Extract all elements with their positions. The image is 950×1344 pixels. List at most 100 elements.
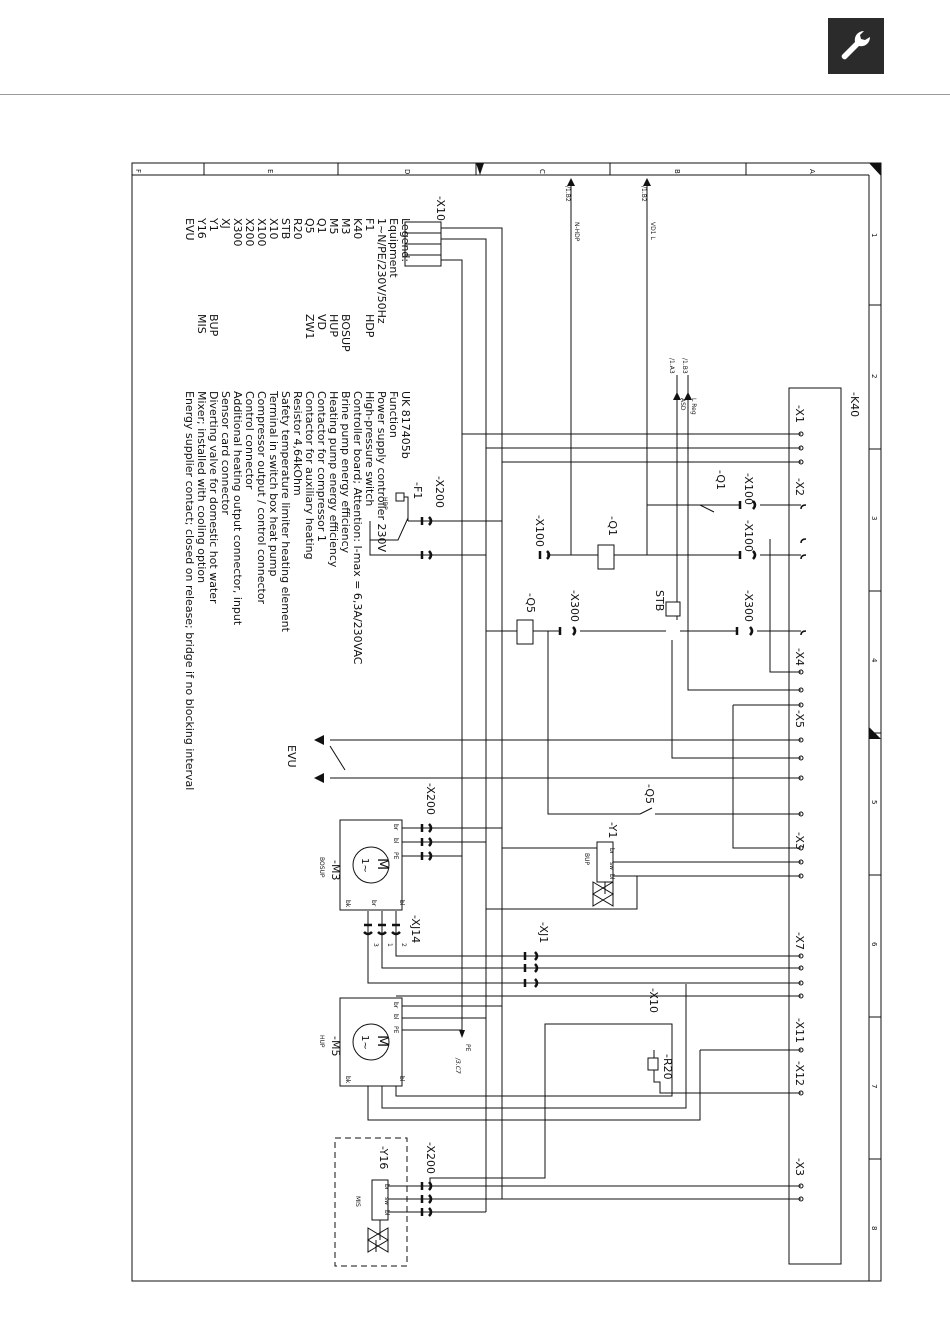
legend-desc: Power supply controller 230V [375,391,388,552]
x100-label: -X100 [533,515,546,547]
q1-coil [597,544,615,570]
legend-code: X300 [231,218,244,247]
legend-code: Q5 [303,218,316,234]
legend-abbr: BOSUP [339,314,352,352]
signal-arrows [314,178,692,783]
y16-label: -Y16 [377,1146,390,1169]
x200-label: -X200 [424,1142,437,1174]
signal-label: N-HDP [573,222,580,242]
f1-sub-label: HDP [381,497,388,510]
pin-label: 1 [386,943,393,947]
legend-abbr: HDP [363,314,376,338]
stb-limiter [665,601,681,617]
pin-label: bk [344,900,351,908]
wrench-icon [828,18,884,74]
legend-desc: Control connector [243,391,256,490]
row-label: 3 [870,516,878,520]
row-label: 8 [870,1226,878,1230]
col-label: A [808,169,816,174]
pin-label: br [370,900,377,907]
legend-desc: High-pressure switch [363,391,376,506]
connector-x7-label: -X7 [793,932,806,950]
connector-x3-label: -X3 [793,832,806,850]
xj14-label: -XJ14 [409,915,422,943]
legend-abbr: VD [315,314,328,330]
x300-label: -X300 [568,590,581,622]
col-label: C [538,169,546,174]
m3-motor-phase: 1~ [359,858,370,873]
legend-desc: Controller board; Attention: I-max = 6,3… [351,391,364,665]
pin-label: br [608,848,615,855]
stb-label: STB [653,590,666,611]
connector-x1-label: -X1 [793,405,806,423]
legend-code: XJ [219,218,232,229]
x100-label: -X100 [742,520,755,552]
ref-label: /1.A3 [668,358,675,374]
wiring [329,185,801,1213]
row-label: 1 [870,233,878,237]
connector-x12-label: -X12 [793,1061,806,1086]
legend-desc: Terminal in switch box heat pump [267,390,280,576]
legend-function-header: Function [387,391,400,438]
legend-desc: Contactor for compressor 1 [315,391,328,542]
signal-label: VD1 L [649,222,656,240]
pe-label: PE [464,1044,471,1052]
legend-desc: Additional heating output connector, inp… [231,391,244,626]
q5-contact-label: -Q5 [643,784,656,804]
connector-x5-label: -X5 [793,710,806,728]
pin-label: PE [392,1026,399,1034]
k40-label: -K40 [848,392,861,417]
legend-equipment-header: Equipment [387,218,400,278]
row-label: 4 [870,658,878,663]
xj1-label: -XJ1 [537,922,550,943]
pin-label: 3 [372,943,379,947]
k40-controller-board [788,387,842,1265]
m3-motor-symbol [352,846,390,884]
x300-label: -X300 [742,590,755,622]
x200-label: -X200 [424,783,437,815]
legend-code: X10 [267,218,280,240]
col-label: D [403,169,411,174]
pin-label: br [392,1002,399,1009]
m5-motor-letter: M [374,1035,390,1047]
pin-label: bl [608,874,615,880]
y1-valve-symbol [592,881,614,907]
legend-desc: Compressor output / control connector [255,391,268,605]
col-label: E [266,169,274,173]
plug-connectors [363,500,757,1217]
legend-code: X100 [255,218,268,247]
y1-sub-label: BUP [583,853,590,866]
pin-label: br [392,824,399,831]
y1-label: -Y1 [606,822,619,838]
legend-code: M5 [327,218,340,235]
q1-contact-label: -Q1 [714,470,727,490]
m3-motor-letter: M [374,858,390,870]
m5-label: -M5 [329,1036,342,1056]
f1-pressure-switch [395,492,405,502]
legend-desc: Sensor card connector [219,391,232,515]
legend-desc: Contactor for auxiliary heating [303,391,316,560]
legend-code: 1~N/PE/230V/50Hz [375,218,388,324]
row-label: 2 [870,374,878,378]
pin-label: bl [398,1076,405,1082]
evu-label: EVU [285,745,298,768]
legend-code: Y1 [207,217,220,232]
m5-sub-label: HUP [318,1035,325,1048]
ruler-markers [476,163,881,739]
pin-label: 2 [400,943,407,947]
col-label: B [673,169,681,174]
r20-label: -R20 [661,1054,674,1080]
connector-x3-lower-label: -X3 [793,1158,806,1176]
x100-label: -X100 [742,473,755,505]
legend-code: EVU [183,218,196,241]
pin-label: br [383,1184,390,1191]
header-rule [0,94,950,95]
signal-label: ASD [679,398,686,411]
legend-model: UK 817405b [399,391,412,459]
row-label: 6 [870,942,878,947]
legend-abbr: ZW1 [303,314,316,339]
m3-sub-label: BOSUP [318,857,325,878]
m5-motor-symbol [352,1023,390,1061]
x10-label: -X10 [647,988,660,1013]
